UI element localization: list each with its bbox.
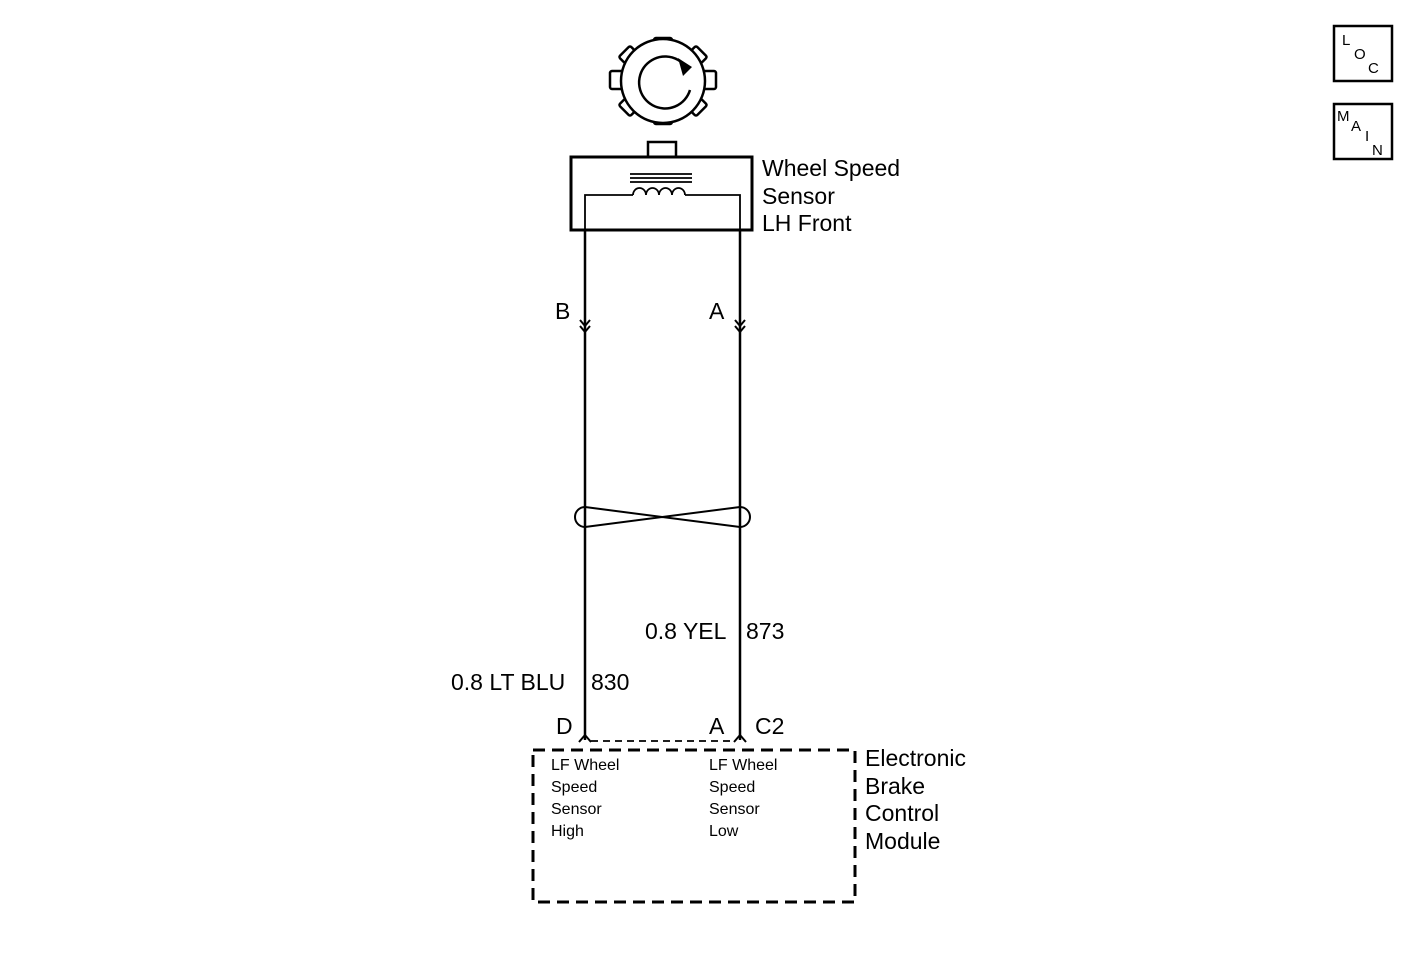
module-name: Electronic Brake Control Module [865,745,972,854]
connector-id-label: C2 [755,713,784,739]
tone-wheel-icon [608,36,718,126]
bottom-terminal-left-icon [578,733,592,743]
sensor-stem [646,140,678,159]
module-pin-right-desc: LF Wheel Speed Sensor Low [709,757,782,840]
svg-text:M: M [1337,108,1350,125]
wire-830-circuit: 830 [591,669,629,695]
top-pin-right-label: A [709,298,725,324]
svg-text:L: L [1342,32,1350,49]
sensor-body [569,155,754,232]
top-terminal-right-icon [734,319,746,334]
svg-text:N: N [1372,142,1383,159]
rotation-arrow-icon [637,55,692,110]
svg-text:C: C [1368,60,1379,77]
svg-text:O: O [1354,46,1366,63]
wire-873-size-color: 0.8 YEL [645,618,727,644]
svg-text:I: I [1365,128,1369,145]
module-pin-left-desc: LF Wheel Speed Sensor High [551,757,624,840]
coil-icon [584,173,741,230]
main-button[interactable]: M A I N [1332,102,1394,161]
svg-text:A: A [1351,118,1361,135]
module-box [531,748,857,904]
wire-873-circuit: 873 [746,618,784,644]
bottom-pin-left-label: D [556,713,573,739]
bottom-pin-right-label: A [709,713,725,739]
top-terminal-left-icon [579,319,591,334]
top-pin-left-label: B [555,298,570,324]
sensor-name: Wheel Speed Sensor LH Front [762,155,906,236]
twisted-pair-icon [574,505,751,529]
wire-830-size-color: 0.8 LT BLU [451,669,565,695]
loc-button[interactable]: L O C [1332,24,1394,83]
bottom-terminal-right-icon [733,733,747,743]
